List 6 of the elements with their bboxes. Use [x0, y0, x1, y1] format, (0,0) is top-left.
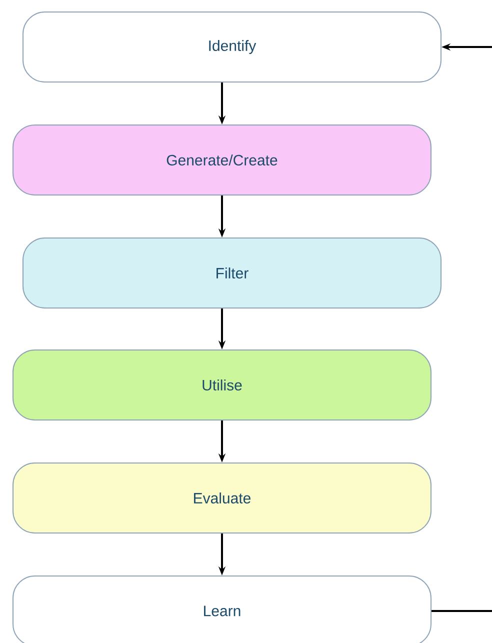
process-box: Identify	[22, 12, 442, 82]
process-box: Filter	[22, 238, 442, 308]
process-box: Evaluate	[12, 462, 432, 534]
process-box: Learn	[12, 576, 432, 643]
process-box: Generate/Create	[12, 124, 432, 196]
process-box: Utilise	[12, 350, 432, 420]
